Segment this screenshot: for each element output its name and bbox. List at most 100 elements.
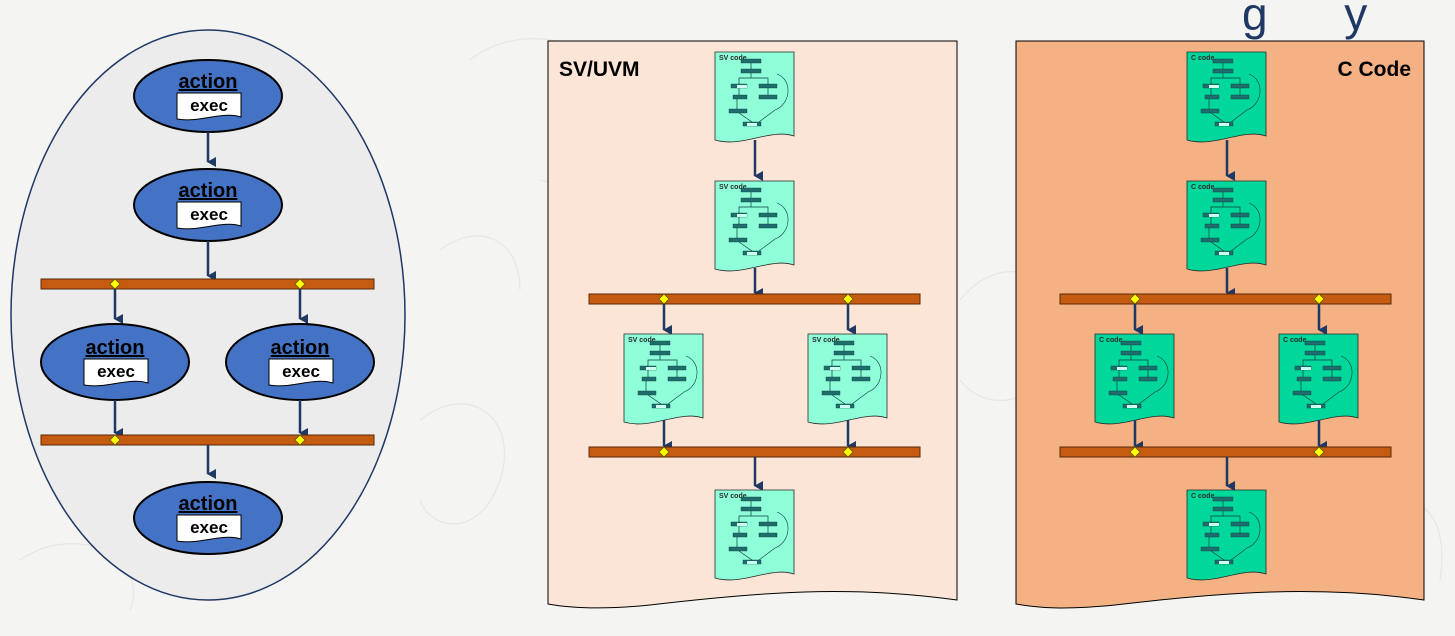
code-block xyxy=(1204,94,1220,100)
code-block xyxy=(1230,521,1250,527)
code-block-highlight xyxy=(747,123,757,126)
code-block xyxy=(1212,506,1234,512)
code-document-shape xyxy=(714,489,795,581)
code-document-icon: C code xyxy=(1186,180,1267,272)
code-document-label: SV code xyxy=(719,493,747,500)
code-block xyxy=(851,365,871,371)
slide-title-fragment: g y xyxy=(1242,0,1367,40)
action-label: action xyxy=(86,337,145,359)
code-block xyxy=(1212,197,1234,203)
code-block-highlight xyxy=(737,523,747,526)
code-document-label: C code xyxy=(1283,337,1306,344)
code-block-highlight xyxy=(747,252,757,255)
code-block-highlight xyxy=(1301,367,1311,370)
code-flow-lines xyxy=(829,345,862,405)
code-block xyxy=(1292,390,1312,396)
code-block xyxy=(1204,223,1220,229)
code-block xyxy=(1108,390,1128,396)
exec-label: exec xyxy=(190,205,228,224)
code-flow-loop xyxy=(667,355,698,405)
code-block xyxy=(1212,68,1234,74)
exec-document-icon xyxy=(176,514,242,543)
code-document-shape xyxy=(623,333,704,425)
diamond-icon xyxy=(1313,446,1325,458)
code-block-highlight xyxy=(747,561,757,564)
code-document-label: C code xyxy=(1191,184,1214,191)
code-block-highlight xyxy=(1127,405,1137,408)
sync-bar-icon xyxy=(1059,293,1392,305)
code-document-icon: C code xyxy=(1186,51,1267,143)
code-block xyxy=(1296,376,1312,382)
code-document-icon: C code xyxy=(1186,489,1267,581)
exec-document-icon xyxy=(176,201,242,230)
code-flow-loop xyxy=(758,202,789,252)
code-block xyxy=(825,376,841,382)
code-document-label: SV code xyxy=(628,337,656,344)
code-block xyxy=(728,546,748,552)
code-document-shape xyxy=(714,51,795,143)
code-document-label: C code xyxy=(1191,493,1214,500)
code-block xyxy=(1200,237,1220,243)
sync-bar-icon xyxy=(588,446,921,458)
code-block-highlight xyxy=(1117,367,1127,370)
code-document-shape xyxy=(1186,489,1267,581)
code-block xyxy=(1200,108,1220,114)
code-flow-lines xyxy=(736,192,769,252)
code-document-label: SV code xyxy=(812,337,840,344)
action-label: action xyxy=(179,71,238,93)
activity-graph: actionexecactionexecactionexecactionexec… xyxy=(10,29,406,601)
code-block xyxy=(1230,212,1250,218)
code-document-label: SV code xyxy=(719,55,747,62)
code-block xyxy=(728,237,748,243)
sync-bar-icon xyxy=(588,293,921,305)
code-document-shape xyxy=(1186,180,1267,272)
code-block-highlight xyxy=(656,405,666,408)
graph-boundary xyxy=(10,29,406,601)
code-block xyxy=(1304,340,1326,346)
code-block xyxy=(1304,350,1326,356)
code-block xyxy=(1200,546,1220,552)
code-document-icon: SV code xyxy=(714,51,795,143)
code-document-label: C code xyxy=(1191,55,1214,62)
diamond-icon xyxy=(294,434,306,446)
code-flow-lines xyxy=(1208,192,1241,252)
code-block-highlight xyxy=(1219,561,1229,564)
code-block xyxy=(833,340,855,346)
code-document-shape xyxy=(1278,333,1359,425)
code-flow-loop xyxy=(1230,73,1261,123)
code-block-highlight xyxy=(1219,252,1229,255)
code-document-label: C code xyxy=(1099,337,1122,344)
code-block xyxy=(740,197,762,203)
code-block xyxy=(1212,496,1234,502)
exec-document-icon xyxy=(268,358,334,387)
code-block xyxy=(641,376,657,382)
code-flow-lines xyxy=(736,501,769,561)
code-block xyxy=(637,390,657,396)
code-block-highlight xyxy=(1209,214,1219,217)
code-block-highlight xyxy=(830,367,840,370)
code-block xyxy=(758,223,778,229)
code-flow-loop xyxy=(851,355,882,405)
exec-label: exec xyxy=(190,518,228,537)
exec-document-icon xyxy=(176,92,242,121)
code-document-shape xyxy=(1094,333,1175,425)
code-flow-lines xyxy=(1300,345,1333,405)
exec-label: exec xyxy=(97,362,135,381)
code-block xyxy=(1138,376,1158,382)
code-block xyxy=(1212,58,1234,64)
c-code-panel-shape xyxy=(1015,40,1425,609)
code-block-highlight xyxy=(737,85,747,88)
code-block xyxy=(740,496,762,502)
code-block xyxy=(667,376,687,382)
code-flow-lines xyxy=(1208,63,1241,123)
diamond-icon xyxy=(1129,446,1141,458)
code-document-label: SV code xyxy=(719,184,747,191)
sync-bar-icon xyxy=(1059,446,1392,458)
code-document-shape xyxy=(1186,51,1267,143)
code-block-highlight xyxy=(1311,405,1321,408)
code-document-icon: SV code xyxy=(714,180,795,272)
code-block xyxy=(649,350,671,356)
